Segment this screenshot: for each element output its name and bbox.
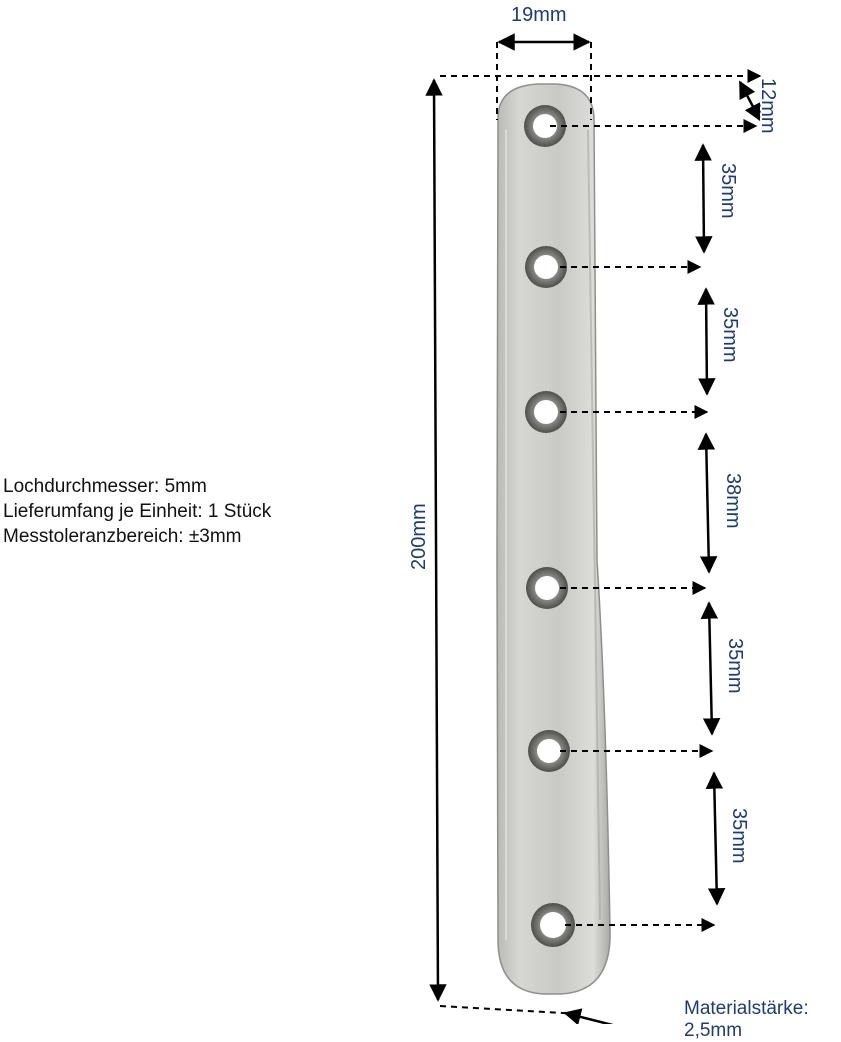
hole-diameter-text: Lochdurchmesser: 5mm (3, 476, 207, 497)
edge-label: 12mm (757, 78, 779, 134)
spacing-label-5: 35mm (728, 808, 750, 864)
thickness-arrow (563, 1008, 614, 1024)
flat-steel-bracket (496, 83, 611, 995)
material-thickness-value: 2,5mm (684, 1020, 743, 1041)
hole-6 (531, 903, 575, 947)
spacing-label-3: 38mm (722, 473, 744, 529)
guide-lines (439, 42, 762, 1015)
spacing-arrow-3 (697, 432, 718, 574)
width-label: 19mm (511, 4, 567, 26)
material-thickness-label: Materialstärke: (684, 998, 809, 1019)
hole-4 (526, 567, 568, 609)
spacing-label-4: 35mm (724, 638, 746, 694)
specifications: Lochdurchmesser: 5mm Lieferumfang je Ein… (3, 474, 271, 549)
length-label: 200mm (408, 503, 430, 570)
tolerance-text: Messtoleranzbereich: ±3mm (3, 526, 242, 547)
material-thickness: Materialstärke: 2,5mm (684, 998, 809, 1042)
spacing-arrow-2 (697, 287, 716, 396)
length-arrow (425, 78, 447, 1002)
hole-1 (524, 105, 566, 147)
mounting-holes (524, 105, 575, 947)
hole-5 (528, 730, 570, 772)
spacing-arrow-5 (705, 771, 726, 906)
delivery-text: Lieferumfang je Einheit: 1 Stück (3, 501, 272, 522)
spacing-arrow-4 (700, 601, 721, 736)
hole-2 (525, 246, 567, 288)
dimension-arrows (425, 33, 762, 1024)
edge-arrow (738, 80, 762, 122)
spacing-label-1: 35mm (717, 163, 739, 219)
spacing-label-2: 35mm (719, 307, 741, 363)
spacing-arrow-1 (694, 143, 713, 254)
hole-3 (525, 391, 567, 433)
